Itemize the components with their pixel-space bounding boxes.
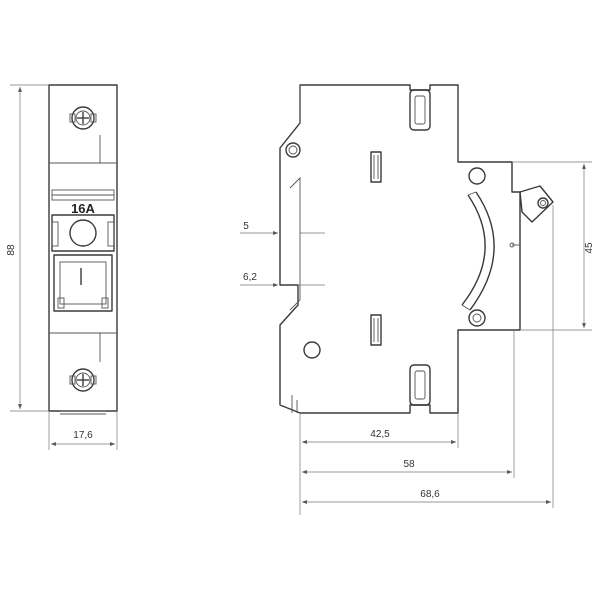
rating-label: 16A	[71, 201, 95, 216]
dimension-depths: 42,5 58 68,6	[299, 205, 554, 515]
dimension-depth-2-label: 58	[403, 459, 415, 470]
mounting-hole-right-bottom-icon	[468, 309, 486, 327]
mounting-hole-right-top-icon	[468, 167, 486, 185]
bottom-terminal-cap	[409, 364, 431, 406]
vent-slot-top-icon	[370, 151, 382, 183]
dimension-rail-offset-label: 5	[243, 221, 249, 232]
dimension-front-height-label: 45	[584, 242, 595, 254]
dimension-rail-offset-2-label: 6,2	[243, 272, 257, 283]
dimension-width: 17,6	[48, 411, 118, 450]
top-terminal-cap	[409, 89, 431, 131]
vent-slot-bottom-icon	[370, 314, 382, 346]
toggle-lever	[509, 185, 554, 248]
dimension-depth-1-label: 42,5	[370, 429, 390, 440]
dimension-front-height: 45	[512, 161, 595, 331]
dimension-depth-3-label: 68,6	[420, 489, 440, 500]
mounting-hole-bottom-icon	[303, 341, 321, 359]
dimension-width-label: 17,6	[73, 430, 93, 441]
side-body-outline	[279, 84, 521, 414]
front-view: 16A	[48, 84, 118, 415]
top-terminal-screw-icon	[69, 106, 97, 130]
dimension-rail-offset-2: 6,2	[240, 272, 325, 287]
front-body-outline	[48, 84, 118, 412]
lever-window	[53, 254, 113, 312]
bottom-terminal-screw-icon	[69, 368, 97, 392]
dimension-height: 88	[6, 84, 49, 412]
toggle-arc	[461, 194, 486, 306]
mounting-hole-top-icon	[285, 142, 301, 158]
dimension-rail-offset: 5	[240, 221, 325, 235]
toggle-knob	[69, 219, 97, 247]
dimension-height-label: 88	[6, 244, 17, 256]
side-view	[279, 84, 554, 414]
